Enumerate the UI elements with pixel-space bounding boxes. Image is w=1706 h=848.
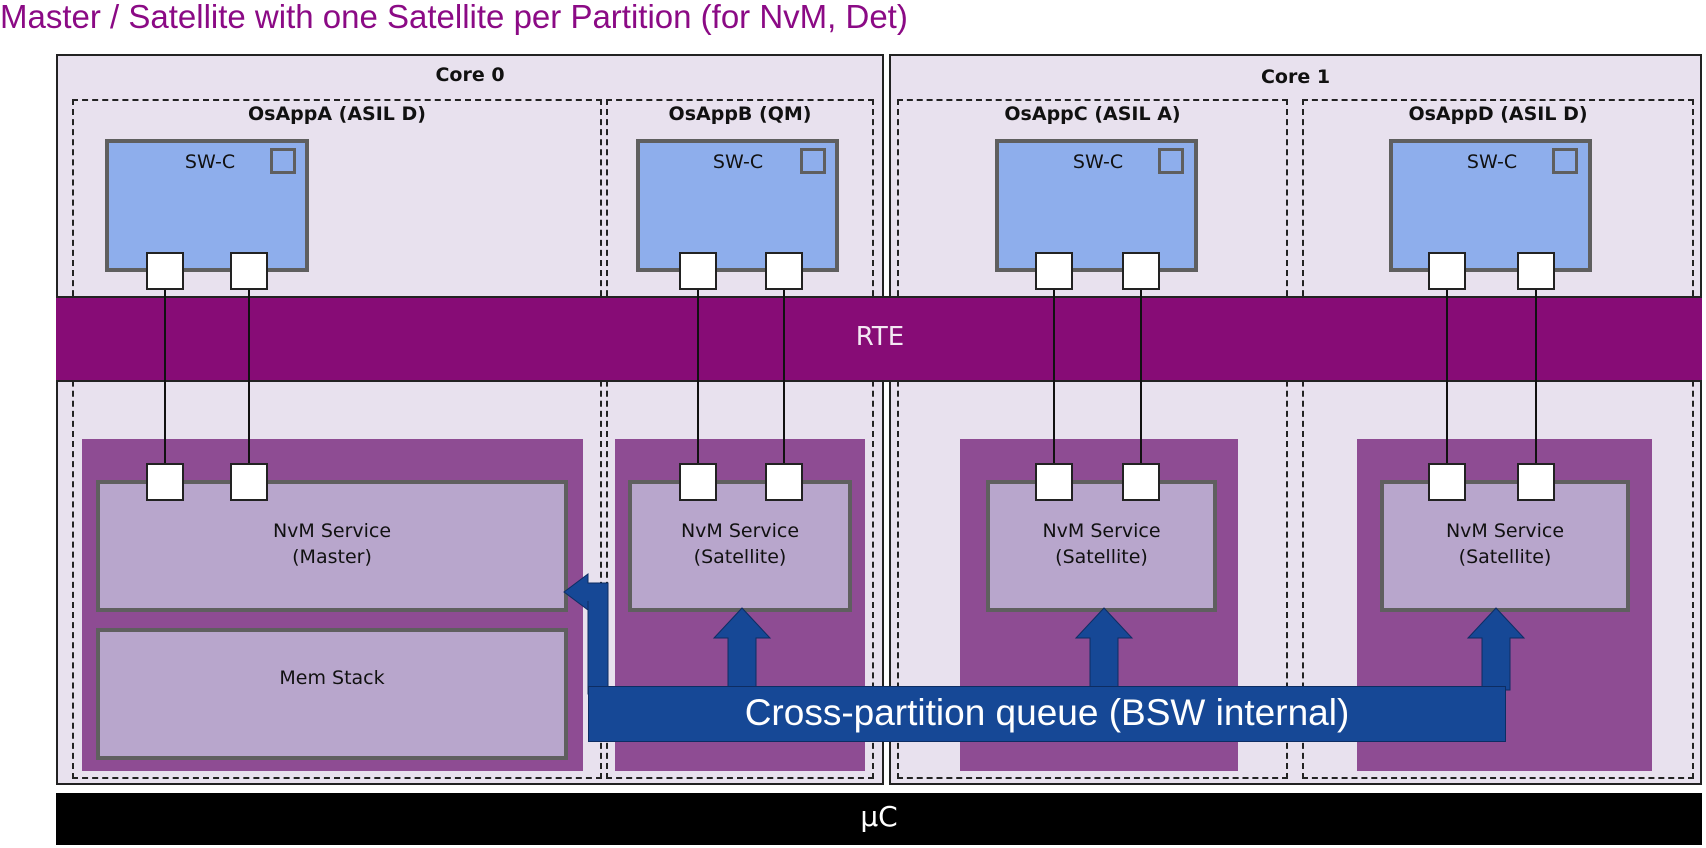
partition-osappb: [606, 99, 874, 779]
core-0-label: Core 0: [435, 64, 505, 86]
microcontroller-layer: [56, 793, 1702, 845]
service-port: [1122, 463, 1160, 501]
nvm-service-satellite-d: [1380, 480, 1630, 612]
mem-stack: [96, 628, 568, 760]
swc-label-c: SW-C: [1072, 151, 1124, 173]
service-role: (Satellite): [693, 546, 787, 568]
service-role: (Satellite): [1055, 546, 1148, 568]
rte-layer: [56, 296, 1702, 382]
service-port: [146, 463, 184, 501]
service-port: [679, 463, 717, 501]
mem-stack-label: Mem Stack: [279, 667, 385, 689]
port-connection: [164, 290, 166, 470]
service-name: NvM Service: [680, 520, 800, 542]
port-connection: [783, 290, 785, 470]
nvm-service-satellite-b-label: NvM Service (Satellite): [628, 518, 852, 570]
partition-osappd: [1302, 99, 1694, 779]
service-name: NvM Service: [1042, 520, 1161, 542]
service-port: [1428, 463, 1466, 501]
left-arrow-icon: [563, 573, 609, 695]
core-1-label: Core 1: [1260, 66, 1331, 88]
swc-port: [1122, 252, 1160, 290]
swc-label-b: SW-C: [712, 151, 764, 173]
swc-label-a: SW-C: [184, 151, 236, 173]
nvm-service-master-label: NvM Service (Master): [96, 518, 568, 570]
port-connection: [697, 290, 699, 470]
component-icon: [1158, 148, 1184, 174]
microcontroller-label: µC: [860, 800, 898, 833]
swc-label-d: SW-C: [1466, 151, 1518, 173]
component-icon: [800, 148, 826, 174]
nvm-service-satellite-c-label: NvM Service (Satellite): [986, 518, 1217, 570]
swc-port: [1428, 252, 1466, 290]
swc-port: [765, 252, 803, 290]
swc-port: [1517, 252, 1555, 290]
up-arrow-icon: [712, 607, 772, 691]
cross-partition-queue-label: Cross-partition queue (BSW internal): [744, 692, 1350, 733]
port-connection: [1053, 290, 1055, 470]
nvm-service-master: [96, 480, 568, 612]
swc-port: [230, 252, 268, 290]
nvm-service-satellite-d-label: NvM Service (Satellite): [1380, 518, 1630, 570]
rte-label: RTE: [855, 322, 905, 352]
service-port: [765, 463, 803, 501]
service-role: (Master): [292, 546, 372, 568]
service-role: (Satellite): [1458, 546, 1552, 568]
partition-osappd-label: OsAppD (ASIL D): [1408, 103, 1588, 125]
service-name: NvM Service: [1445, 520, 1565, 542]
partition-osappa-label: OsAppA (ASIL D): [247, 103, 426, 125]
partition-osappa: [72, 99, 602, 779]
swc-port: [1035, 252, 1073, 290]
swc-port: [146, 252, 184, 290]
partition-osappc: [897, 99, 1288, 779]
up-arrow-icon: [1466, 607, 1526, 691]
nvm-service-satellite-b: [628, 480, 852, 612]
port-connection: [1140, 290, 1142, 470]
cross-partition-queue: [588, 686, 1506, 742]
port-connection: [1535, 290, 1537, 470]
partition-osappb-label: OsAppB (QM): [668, 103, 812, 125]
service-port: [1035, 463, 1073, 501]
service-port: [1517, 463, 1555, 501]
partition-osappc-label: OsAppC (ASIL A): [1004, 103, 1181, 125]
up-arrow-icon: [1074, 607, 1134, 691]
service-port: [230, 463, 268, 501]
component-icon: [270, 148, 296, 174]
swc-port: [679, 252, 717, 290]
component-icon: [1552, 148, 1578, 174]
port-connection: [1446, 290, 1448, 470]
service-name: NvM Service: [272, 520, 392, 542]
page-title: Master / Satellite with one Satellite pe…: [0, 0, 908, 35]
port-connection: [248, 290, 250, 470]
